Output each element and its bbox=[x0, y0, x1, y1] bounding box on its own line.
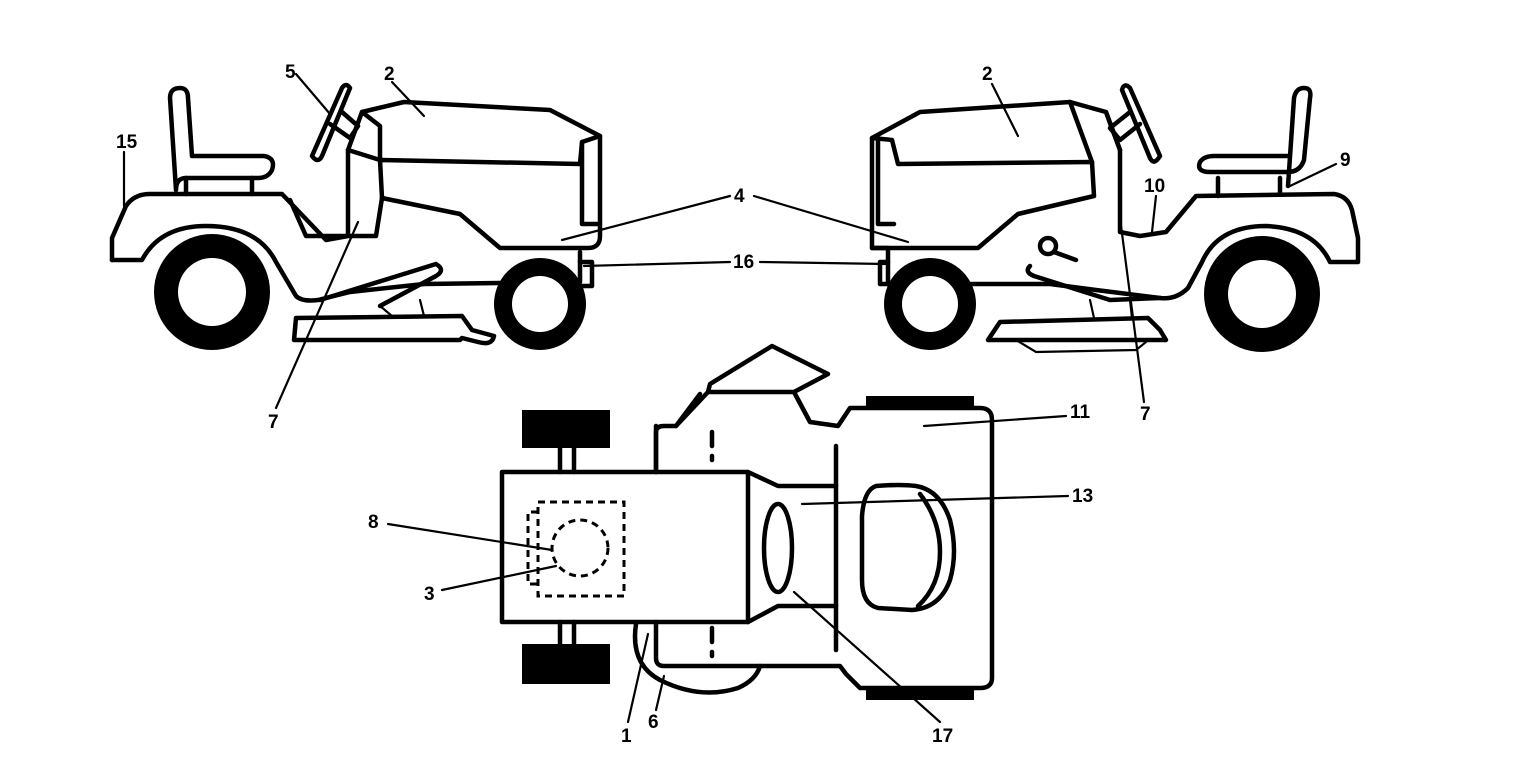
callout-9: 9 bbox=[1340, 150, 1351, 171]
callout-numbers: 5 2 15 7 4 16 2 9 10 7 11 13 8 3 1 6 17 bbox=[116, 62, 1351, 747]
callout-7-left: 7 bbox=[268, 412, 279, 433]
callout-11: 11 bbox=[1070, 402, 1091, 423]
leader-lines bbox=[122, 72, 1338, 724]
callout-4: 4 bbox=[734, 186, 745, 207]
tractor-right-side-view bbox=[869, 83, 1361, 354]
callout-16: 16 bbox=[733, 252, 754, 273]
callout-17: 17 bbox=[932, 726, 953, 747]
callout-13: 13 bbox=[1072, 486, 1093, 507]
callout-1: 1 bbox=[621, 726, 632, 747]
callout-6: 6 bbox=[648, 712, 659, 733]
tractor-left-side-view bbox=[109, 82, 603, 350]
callout-7-right: 7 bbox=[1140, 404, 1151, 425]
callout-3: 3 bbox=[424, 584, 435, 605]
callout-8: 8 bbox=[368, 512, 379, 533]
callout-10: 10 bbox=[1144, 176, 1165, 197]
tractor-top-view bbox=[499, 343, 995, 700]
callout-15: 15 bbox=[116, 132, 138, 153]
callout-5: 5 bbox=[285, 62, 296, 83]
callout-2-right: 2 bbox=[982, 64, 993, 85]
callout-2-left: 2 bbox=[384, 64, 395, 85]
